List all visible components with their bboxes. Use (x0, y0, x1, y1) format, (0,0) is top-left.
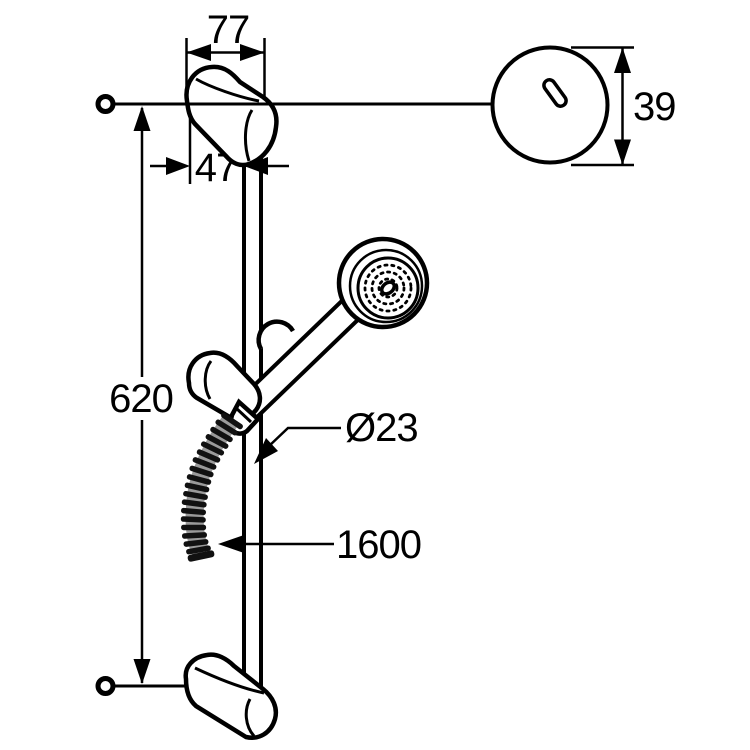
bottom-bracket-cap-line (244, 698, 256, 738)
dim-47-left-arrow (166, 157, 190, 175)
dim-620-down-arrow (133, 659, 151, 684)
mounting-point-top (95, 94, 116, 114)
diameter-callout: Ø23 (254, 406, 419, 464)
dimension-620: 620 (109, 106, 174, 684)
shower-holder (186, 350, 263, 436)
bracket-disc-slot (542, 78, 568, 108)
dimension-39: 39 (571, 46, 677, 167)
dia-23-label: Ø23 (345, 406, 418, 450)
dim-620-up-arrow (133, 106, 151, 131)
hose-leader-arrow (218, 535, 244, 553)
shower-hose (180, 412, 243, 562)
dim-77-label: 77 (207, 8, 250, 52)
holder-cap-line (203, 360, 213, 400)
spray-nozzle-rings (363, 263, 413, 313)
holder-hook (256, 319, 295, 351)
dim-47-right-arrow (244, 157, 268, 175)
dim-77-left-arrow (186, 44, 211, 61)
dim-620-label: 620 (109, 377, 173, 421)
top-wall-bracket (184, 64, 279, 168)
top-bracket-body (184, 64, 279, 168)
dim-39-up-arrow (614, 47, 631, 73)
dim-39-label: 39 (633, 85, 676, 129)
dia-leader-line (267, 426, 341, 448)
bottom-bracket-edge-line (194, 666, 265, 695)
dia-leader-arrow (254, 438, 278, 464)
hose-ribs (180, 412, 243, 562)
bracket-disc (490, 45, 610, 165)
hose-end-nut (187, 550, 215, 562)
top-bracket-cap-line (243, 109, 254, 162)
dim-39-down-arrow (614, 139, 631, 165)
hose-1600-label: 1600 (336, 523, 421, 567)
wall-bracket-front-view (490, 45, 610, 165)
hose-length-callout: 1600 (218, 523, 422, 567)
spray-center-opening (379, 280, 397, 296)
dim-77-right-arrow (240, 44, 265, 61)
bottom-wall-bracket (183, 652, 279, 740)
mounting-point-bottom (95, 676, 116, 696)
top-bracket-edge-line (195, 77, 260, 103)
cone-detail-line (234, 406, 253, 424)
